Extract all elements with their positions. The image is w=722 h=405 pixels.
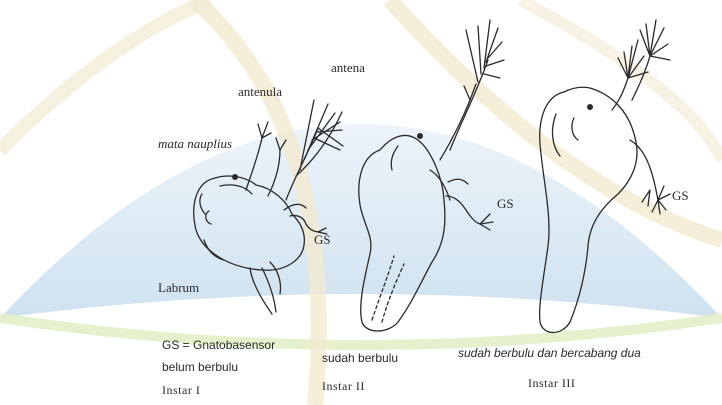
stage-3-description: sudah berbulu dan bercabang dua <box>458 346 641 360</box>
legend-gs-definition: GS = Gnatobasensor <box>162 338 275 352</box>
label-gs-instar-3: GS <box>672 188 689 204</box>
instar-2-drawing <box>359 20 504 331</box>
stage-3-name: Instar III <box>528 376 575 391</box>
label-gs-instar-2: GS <box>497 196 514 212</box>
label-mata-nauplius: mata nauplius <box>158 136 232 152</box>
stage-1-name: Instar I <box>162 383 200 398</box>
label-gs-instar-1: GS <box>314 232 331 248</box>
label-antenula: antenula <box>238 84 282 100</box>
label-antena: antena <box>331 60 365 76</box>
stage-2-description: sudah berbulu <box>322 351 398 365</box>
stage-2-name: Instar II <box>322 379 365 394</box>
stage-1-description: belum berbulu <box>162 360 238 374</box>
instar-1-drawing <box>194 100 343 314</box>
instar-3-drawing <box>540 20 670 333</box>
label-labrum: Labrum <box>158 280 199 296</box>
